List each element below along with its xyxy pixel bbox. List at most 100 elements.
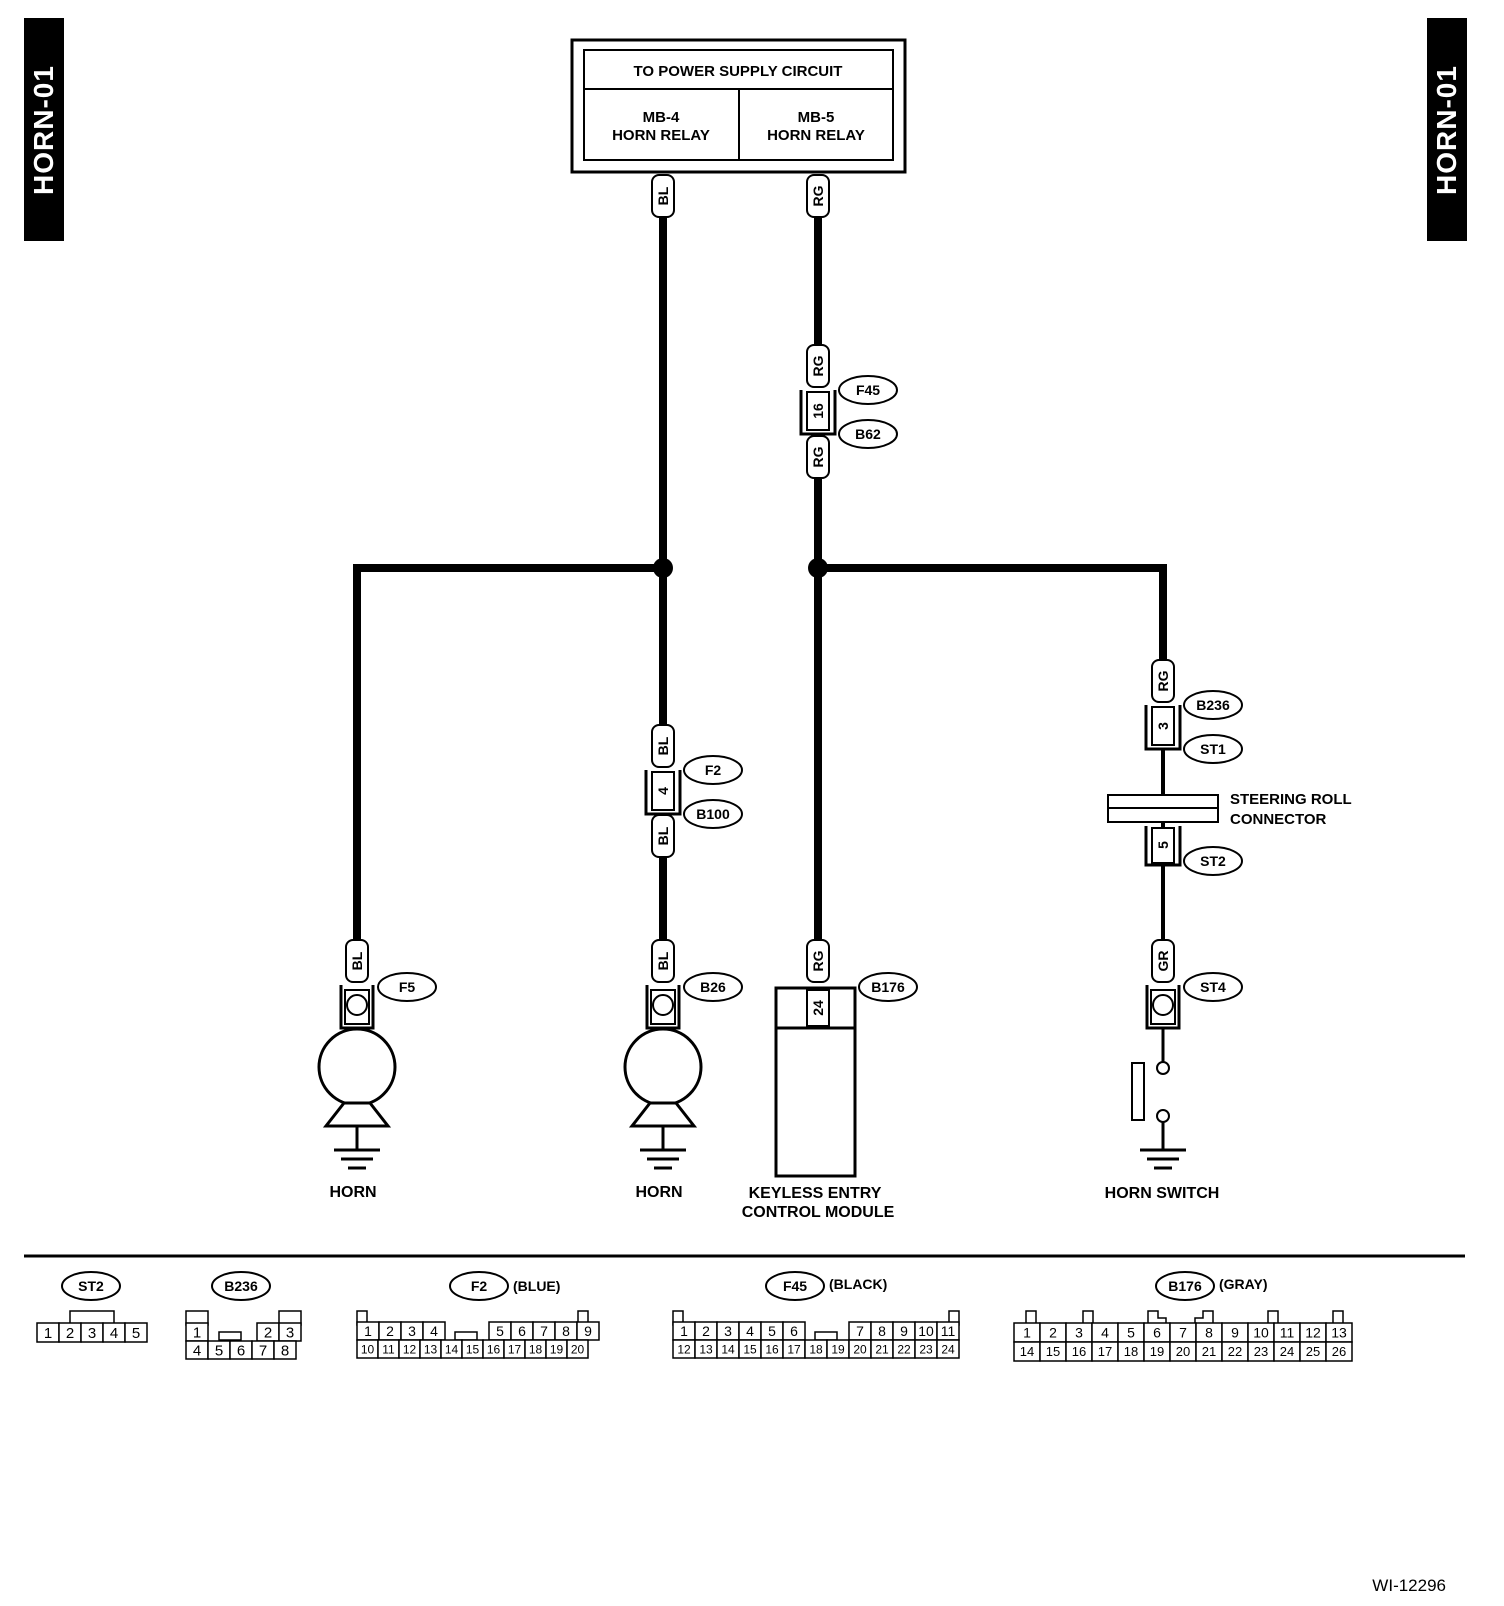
st2-pin-4: 4 bbox=[110, 1325, 118, 1342]
b176-pin-15: 15 bbox=[1046, 1344, 1060, 1359]
b176-pin-4: 4 bbox=[1101, 1325, 1109, 1341]
b176-pin-12: 12 bbox=[1305, 1325, 1321, 1341]
f45-pin-17: 17 bbox=[787, 1342, 801, 1356]
b236-pin-1: 1 bbox=[193, 1324, 201, 1341]
f2-pin-20: 20 bbox=[571, 1342, 585, 1356]
f5-label: F5 bbox=[399, 979, 416, 995]
svg-text:16: 16 bbox=[810, 403, 826, 419]
b176-pin-25: 25 bbox=[1306, 1344, 1320, 1359]
wire-tag-bl-top: BL bbox=[651, 174, 675, 218]
svg-text:BL: BL bbox=[655, 736, 671, 755]
power-supply-box: TO POWER SUPPLY CIRCUIT MB-4 HORN RELAY … bbox=[570, 38, 907, 174]
b176-pin-5: 5 bbox=[1127, 1325, 1135, 1341]
wire-tag-rg-f45-top: RG bbox=[806, 344, 830, 388]
st2-pin-1: 1 bbox=[44, 1325, 52, 1342]
wire-tag-rg-b236: RG bbox=[1151, 659, 1175, 703]
b62-label: B62 bbox=[855, 426, 881, 442]
f45-pin-5: 5 bbox=[768, 1323, 776, 1339]
mb4-label: MB-4 bbox=[643, 109, 680, 126]
f45-pin-11: 11 bbox=[941, 1323, 956, 1339]
b176-pin-22: 22 bbox=[1228, 1344, 1242, 1359]
f45-pin-4: 4 bbox=[746, 1323, 754, 1339]
mb4-horn-relay-label: HORN RELAY bbox=[612, 127, 710, 144]
svg-text:RG: RG bbox=[810, 950, 826, 971]
f45-pin-20: 20 bbox=[853, 1342, 867, 1356]
f2-pin-6: 6 bbox=[518, 1323, 526, 1339]
wire-tag-bl-b100-bottom: BL bbox=[651, 814, 675, 858]
f2-pin-3: 3 bbox=[408, 1323, 416, 1339]
wire-tag-bl-b26: BL bbox=[651, 939, 675, 983]
b176-pin-26: 26 bbox=[1332, 1344, 1346, 1359]
svg-text:(BLUE): (BLUE) bbox=[513, 1278, 560, 1294]
svg-text:B176: B176 bbox=[1168, 1278, 1202, 1294]
f2-pin-8: 8 bbox=[562, 1323, 570, 1339]
st2-pin-3: 3 bbox=[88, 1325, 96, 1342]
f45-pin-12: 12 bbox=[677, 1342, 691, 1356]
f45-pin-14: 14 bbox=[721, 1342, 735, 1356]
steering-roll-connector: STEERING ROLL CONNECTOR bbox=[1107, 791, 1352, 828]
svg-text:4: 4 bbox=[655, 787, 671, 795]
b176-pin-6: 6 bbox=[1153, 1325, 1161, 1341]
f2-pin-10: 10 bbox=[361, 1342, 375, 1356]
f45-pin-1: 1 bbox=[680, 1323, 688, 1339]
figure-id: WI-12296 bbox=[1372, 1576, 1446, 1595]
svg-text:RG: RG bbox=[1155, 670, 1171, 691]
svg-text:BL: BL bbox=[349, 951, 365, 970]
svg-text:ST2: ST2 bbox=[78, 1278, 104, 1294]
f2-pin-9: 9 bbox=[584, 1323, 592, 1339]
b176-pin-17: 17 bbox=[1098, 1344, 1112, 1359]
f2-pin-18: 18 bbox=[529, 1342, 543, 1356]
svg-text:GR: GR bbox=[1155, 951, 1171, 972]
connector-b236-st1: 3 B236 ST1 bbox=[1144, 690, 1243, 764]
f2-pin-19: 19 bbox=[550, 1342, 564, 1356]
horn-right: B26 HORN bbox=[623, 972, 743, 1201]
wire-tag-rg-b62-bottom: RG bbox=[806, 435, 830, 479]
b176-pin-21: 21 bbox=[1202, 1344, 1216, 1359]
svg-text:RG: RG bbox=[810, 185, 826, 206]
f45-pin-22: 22 bbox=[897, 1342, 911, 1356]
f45-pin-19: 19 bbox=[831, 1342, 845, 1356]
connector-f2-b100: 4 F2 B100 bbox=[644, 755, 743, 829]
svg-text:BL: BL bbox=[655, 951, 671, 970]
horn-left: F5 HORN bbox=[317, 972, 437, 1201]
f45-pin-23: 23 bbox=[919, 1342, 933, 1356]
b176-pin-11: 11 bbox=[1280, 1325, 1295, 1341]
b176-pin-7: 7 bbox=[1179, 1325, 1187, 1341]
connector-f45-b62: 16 F45 B62 bbox=[799, 375, 898, 449]
f2-pin-2: 2 bbox=[386, 1323, 394, 1339]
mb5-horn-relay-label: HORN RELAY bbox=[767, 127, 865, 144]
steering-roll-label-1: STEERING ROLL bbox=[1230, 791, 1352, 808]
svg-text:3: 3 bbox=[1155, 722, 1171, 730]
b176-pin-20: 20 bbox=[1176, 1344, 1190, 1359]
f2-pin-15: 15 bbox=[466, 1342, 480, 1356]
b176-pin-18: 18 bbox=[1124, 1344, 1138, 1359]
b176-pin-19: 19 bbox=[1150, 1344, 1164, 1359]
wire-bl-left-horn bbox=[353, 564, 663, 945]
mb5-label: MB-5 bbox=[798, 109, 835, 126]
b176-pin-9: 9 bbox=[1231, 1325, 1239, 1341]
f2-pin-12: 12 bbox=[403, 1342, 417, 1356]
horn-switch-label: HORN SWITCH bbox=[1105, 1185, 1220, 1202]
svg-text:B236: B236 bbox=[224, 1278, 258, 1294]
b236-pin-7: 7 bbox=[259, 1342, 267, 1359]
f45-pin-2: 2 bbox=[702, 1323, 710, 1339]
f45-pin-6: 6 bbox=[790, 1323, 798, 1339]
horn-right-label: HORN bbox=[635, 1184, 682, 1201]
b236-pin-2: 2 bbox=[264, 1324, 272, 1341]
f45-pin-8: 8 bbox=[878, 1323, 886, 1339]
svg-text:F2: F2 bbox=[471, 1278, 488, 1294]
svg-text:(GRAY): (GRAY) bbox=[1219, 1276, 1268, 1292]
svg-text:RG: RG bbox=[810, 355, 826, 376]
b176-pin-23: 23 bbox=[1254, 1344, 1268, 1359]
power-supply-title: TO POWER SUPPLY CIRCUIT bbox=[634, 63, 843, 80]
b176-pin-10: 10 bbox=[1253, 1325, 1269, 1341]
f45-pin-9: 9 bbox=[900, 1323, 908, 1339]
svg-text:BL: BL bbox=[655, 186, 671, 205]
b176-pin-16: 16 bbox=[1072, 1344, 1086, 1359]
wires bbox=[353, 215, 1167, 945]
b176-pin-8: 8 bbox=[1205, 1325, 1213, 1341]
b176-pin-2: 2 bbox=[1049, 1325, 1057, 1341]
wire-tag-gr-st4: GR bbox=[1151, 939, 1175, 983]
